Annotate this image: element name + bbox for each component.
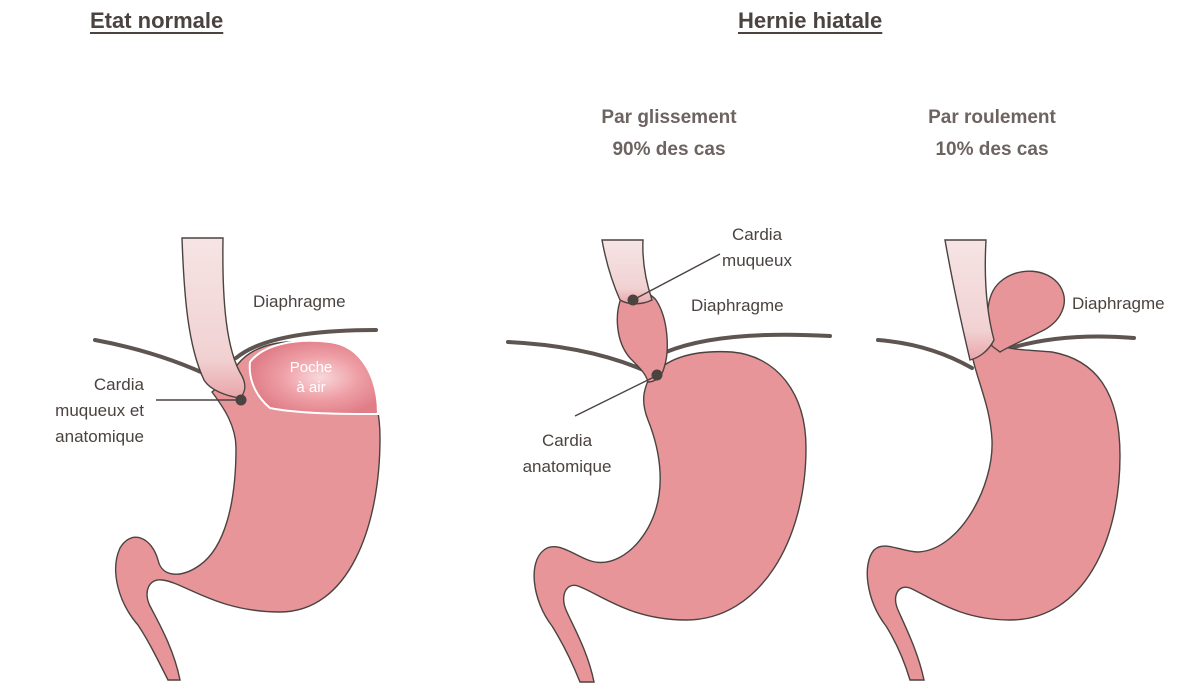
normal-cardia-label-line1: Cardia <box>6 372 144 398</box>
mucous-cardia-dot <box>628 295 639 306</box>
rolling-diaphragm-label: Diaphragme <box>1072 294 1165 314</box>
normal-state-heading: Etat normale <box>90 8 223 33</box>
mucous-cardia-label-line2: muqueux <box>712 248 802 274</box>
normal-cardia-label: Cardia muqueux et anatomique <box>6 372 144 450</box>
sliding-percentage: 90% des cas <box>569 134 769 166</box>
anatomic-cardia-dot <box>652 370 663 381</box>
air-pocket-label-line1: Poche <box>276 358 346 378</box>
sliding-diaphragm-label: Diaphragme <box>691 296 784 316</box>
hernia-heading: Hernie hiatale <box>738 8 882 33</box>
sliding-stomach <box>534 352 806 682</box>
rolling-diaphragm-left <box>878 340 972 368</box>
normal-cardia-dot <box>236 395 247 406</box>
rolling-stomach <box>867 340 1120 680</box>
rolling-percentage: 10% des cas <box>892 134 1092 166</box>
anatomic-cardia-label: Cardia anatomique <box>512 428 622 480</box>
air-pocket-label-line2: à air <box>276 378 346 398</box>
sliding-type-label: Par glissement <box>569 102 769 134</box>
anatomic-cardia-label-line1: Cardia <box>512 428 622 454</box>
sliding-hernia-title: Par glissement 90% des cas <box>569 102 769 166</box>
mucous-cardia-label-line1: Cardia <box>712 222 802 248</box>
rolling-hernia-title: Par roulement 10% des cas <box>892 102 1092 166</box>
anatomic-cardia-label-line2: anatomique <box>512 454 622 480</box>
rolling-type-label: Par roulement <box>892 102 1092 134</box>
sliding-herniated-bulge <box>617 292 667 382</box>
normal-diaphragm-label: Diaphragme <box>253 292 346 312</box>
normal-cardia-label-line3: anatomique <box>6 424 144 450</box>
air-pocket-label: Poche à air <box>276 358 346 398</box>
sliding-diaphragm-right <box>666 335 830 352</box>
normal-cardia-label-line2: muqueux et <box>6 398 144 424</box>
normal-esophagus <box>182 238 245 398</box>
rolling-esophagus <box>945 240 994 360</box>
mucous-cardia-label: Cardia muqueux <box>712 222 802 274</box>
